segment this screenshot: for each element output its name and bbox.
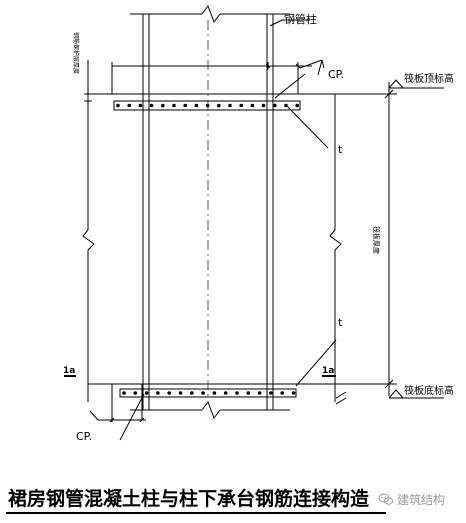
rebar-dot (127, 103, 131, 108)
cover-thickness-dimension (84, 60, 92, 102)
cover-thickness-label: 钢筋保护层厚度 (72, 32, 80, 74)
watermark-text: 建筑结构 (397, 492, 446, 507)
rebar-dot (156, 391, 160, 395)
t-label-bottom: t (338, 316, 343, 329)
rebar-dot (205, 103, 210, 108)
rebar-dot (212, 391, 217, 395)
section-mark-right-label: 1a (322, 366, 334, 376)
rebar-dot (201, 391, 205, 395)
rebar-dot (280, 391, 285, 395)
t-label-top: t (338, 143, 343, 156)
top-rebar-layer (113, 100, 301, 111)
rebar-dot (167, 391, 171, 395)
rebar-dot (235, 391, 239, 395)
steel-tube-column-label: 钢管柱 (284, 12, 317, 26)
rebar-dot (122, 391, 126, 395)
rebar-dot (144, 391, 149, 395)
rebar-dot (228, 103, 232, 108)
t-leader-bottom (295, 339, 337, 387)
raft-thickness-dimension (360, 82, 397, 396)
cp-label-top: CP. (328, 68, 344, 81)
section-mark-left-label: 1a (63, 366, 75, 376)
rebar-dot (190, 391, 194, 395)
raft-top-elevation-marker (388, 79, 444, 89)
rebar-dot (223, 391, 228, 395)
rebar-dot (116, 103, 120, 108)
t-leader-top (284, 103, 329, 149)
cp-dimension-top (111, 59, 325, 94)
rebar-dot (183, 103, 187, 108)
rebar-dot (273, 103, 277, 108)
raft-outline (82, 93, 360, 402)
rebar-dot (161, 103, 165, 108)
rebar-dot (178, 391, 183, 395)
raft-bottom-elevation-label: 筏板底标高 (404, 384, 454, 397)
rebar-dot (261, 103, 266, 108)
watermark: 建筑结构 (378, 489, 445, 509)
rebar-dot (246, 391, 251, 395)
raft-top-elevation-label: 筏板顶标高 (404, 72, 454, 85)
column-label-leader (269, 19, 283, 27)
rebar-dot (257, 391, 262, 395)
weld-leader-top (274, 73, 306, 99)
raft-thickness-label: 筏板厚度 (372, 226, 381, 254)
rebar-dot (149, 103, 154, 108)
caption-underline (6, 512, 386, 514)
cp-label-bottom: CP. (76, 430, 92, 443)
rebar-dot (138, 103, 143, 108)
rebar-dot (250, 103, 255, 108)
raft-bottom-elevation-marker (388, 389, 444, 399)
rebar-dot (133, 391, 138, 395)
rebar-dot (269, 391, 273, 395)
bottom-rebar-dots (122, 391, 296, 395)
top-rebar-dots (116, 103, 300, 108)
rebar-dot (172, 103, 176, 108)
rebar-dot (194, 103, 199, 108)
rebar-dot (291, 391, 296, 395)
rebar-dot (217, 103, 221, 108)
steel-tube-column (130, 4, 290, 420)
rebar-dot (295, 103, 300, 108)
rebar-dot (284, 103, 288, 108)
rebar-dot (239, 103, 243, 108)
cp-dimension-bottom (89, 384, 146, 441)
bottom-rebar-layer (119, 388, 297, 398)
wechat-icon (378, 493, 393, 505)
figure-caption: 裙房钢管混凝土柱与柱下承台钢筋连接构造 (8, 488, 370, 510)
